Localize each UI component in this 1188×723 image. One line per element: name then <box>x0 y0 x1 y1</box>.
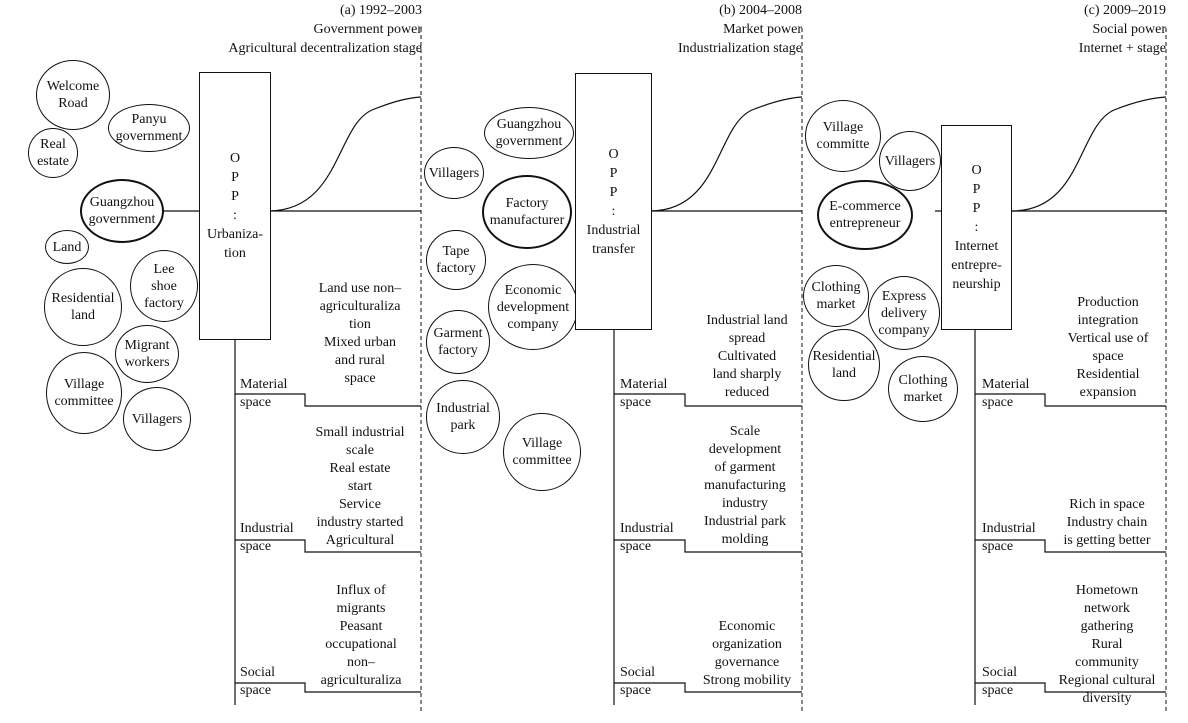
actor-villagers-a: Villagers <box>123 387 191 451</box>
actor-villagers-b: Villagers <box>424 147 484 199</box>
actor-clothing-market-1: Clothing market <box>803 265 869 327</box>
actor-migrant-workers: Migrant workers <box>115 325 179 383</box>
step-social-b <box>614 682 802 693</box>
panel-b-power: Market power <box>723 22 802 37</box>
panel-c-material-label: Material space <box>982 377 1030 410</box>
panel-b-social-label: Social space <box>620 665 655 698</box>
step-material-a <box>235 393 421 407</box>
panel-c-power: Social power <box>1092 22 1166 37</box>
actor-real-estate: Real estate <box>28 128 78 178</box>
panel-a-power: Government power <box>313 22 422 37</box>
panel-a-period: (a) 1992–2003 <box>339 3 422 18</box>
actor-residential-land-c: Residential land <box>808 329 880 401</box>
step-industrial-a <box>235 539 421 553</box>
panel-a-social-label: Social space <box>240 665 275 698</box>
opp-box-c: O P P : Internet entrepre- neurship <box>941 125 1012 330</box>
panel-b-industrial-text: Scale development of garment manufacturi… <box>703 424 787 547</box>
actor-garment-factory: Garment factory <box>426 310 490 374</box>
step-material-c <box>975 393 1166 407</box>
actor-ecommerce-entrepreneur: E-commerce entrepreneur <box>817 180 913 250</box>
actor-residential-land-a: Residential land <box>44 268 122 346</box>
panel-c-material-text: Production integration Vertical use of s… <box>1067 295 1149 400</box>
panel-c-period: (c) 2009–2019 <box>1083 3 1166 18</box>
panel-b-period: (b) 2004–2008 <box>719 3 802 18</box>
panel-b-material-label: Material space <box>620 377 668 410</box>
panel-b-stage: Industrialization stage <box>677 41 802 56</box>
actor-lee-shoe-factory: Lee shoe factory <box>130 250 198 322</box>
actor-panyu-government: Panyu government <box>108 104 190 152</box>
step-industrial-b <box>614 539 802 553</box>
panel-a-social-text: Influx of migrants Peasant occupational … <box>320 583 402 688</box>
actor-guangzhou-government-b: Guangzhou government <box>484 107 574 159</box>
actor-economic-development-company: Economic development company <box>488 264 578 350</box>
panel-a-stage: Agricultural decentralization stage <box>228 41 422 56</box>
panel-c-stage: Internet + stage <box>1078 41 1166 56</box>
adoption-curve-b <box>649 96 803 212</box>
panel-a-industrial-text: Small industrial scale Real estate start… <box>315 425 405 548</box>
opp-box-a: O P P : Urbaniza- tion <box>199 72 271 340</box>
adoption-curve-c <box>1011 96 1167 212</box>
panel-a-material-label: Material space <box>240 377 288 410</box>
adoption-curve-a <box>267 96 422 212</box>
actor-express-delivery-company: Express delivery company <box>868 276 940 350</box>
actor-guangzhou-government-a: Guangzhou government <box>80 179 164 243</box>
actor-clothing-market-2: Clothing market <box>888 356 958 422</box>
panel-c-social-label: Social space <box>982 665 1017 698</box>
step-social-c <box>975 682 1166 693</box>
step-material-b <box>614 393 802 407</box>
actor-factory-manufacturer: Factory manufacturer <box>482 175 572 249</box>
panel-a-material-text: Land use non– agriculturaliza tion Mixed… <box>318 281 402 386</box>
actor-villagers-c: Villagers <box>879 131 941 191</box>
actor-village-committee-a: Village committee <box>46 352 122 434</box>
step-industrial-c <box>975 539 1166 553</box>
panel-b-social-text: Economic organization governance Strong … <box>702 619 792 688</box>
actor-industrial-park: Industrial park <box>426 380 500 454</box>
panel-c-social-text: Hometown network gathering Rural communi… <box>1058 583 1156 706</box>
actor-village-committe-c: Village committe <box>805 100 881 172</box>
opp-box-b: O P P : Industrial transfer <box>575 73 652 330</box>
actor-land: Land <box>45 230 89 264</box>
panel-c-industrial-text: Rich in space Industry chain is getting … <box>1063 497 1151 548</box>
panel-b-material-text: Industrial land spread Cultivated land s… <box>706 313 788 400</box>
panel-c-industrial-label: Industrial space <box>982 521 1036 554</box>
actor-village-committee-b: Village committee <box>503 413 581 491</box>
panel-a-industrial-label: Industrial space <box>240 521 294 554</box>
step-social-a <box>235 682 421 693</box>
panel-b-industrial-label: Industrial space <box>620 521 674 554</box>
actor-welcome-road: Welcome Road <box>36 60 110 130</box>
actor-tape-factory: Tape factory <box>426 230 486 290</box>
